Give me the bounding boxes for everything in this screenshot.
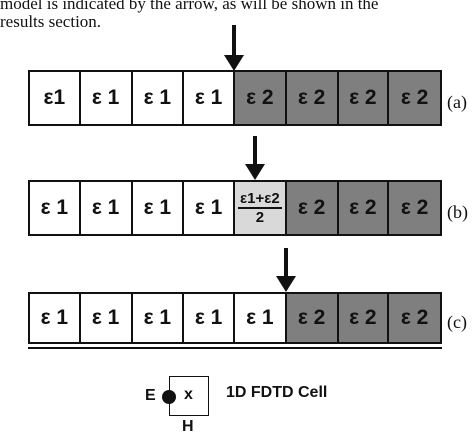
- cell-c-2: ε 1: [80, 294, 133, 342]
- cell-c-7: ε 2: [338, 294, 390, 342]
- avg-denominator: 2: [255, 209, 265, 226]
- cell-b-2: ε 1: [80, 182, 133, 234]
- avg-numerator: ε1+ε2: [238, 190, 282, 209]
- cell-c-6: ε 2: [286, 294, 339, 342]
- cell-row-c: ε 1 ε 1 ε 1 ε 1 ε 1 ε 2 ε 2 ε 2: [28, 292, 442, 344]
- cell-a-5: ε 2: [235, 72, 287, 124]
- cell-a-2: ε 1: [80, 72, 133, 124]
- cell-b-3: ε 1: [132, 182, 185, 234]
- cell-a-1: ε1: [30, 72, 81, 124]
- cell-b-7: ε 2: [338, 182, 390, 234]
- cell-c-5: ε 1: [235, 294, 287, 342]
- x-label: x: [184, 386, 193, 403]
- row-label-a: (a): [447, 92, 467, 112]
- h-field-label: H: [182, 418, 194, 435]
- cell-a-4: ε 1: [184, 72, 235, 124]
- cell-a-7: ε 2: [338, 72, 390, 124]
- cell-a-6: ε 2: [286, 72, 339, 124]
- cell-b-6: ε 2: [286, 182, 339, 234]
- interface-arrow-a: [224, 25, 244, 71]
- cell-c-3: ε 1: [132, 294, 185, 342]
- cell-c-8: ε 2: [389, 294, 440, 342]
- interface-arrow-b: [245, 136, 265, 182]
- intro-line-1: model is indicated by the arrow, as will…: [0, 0, 379, 13]
- cell-b-8: ε 2: [389, 182, 440, 234]
- cell-b-averaged: ε1+ε2 2: [235, 182, 287, 234]
- cell-b-1: ε 1: [30, 182, 81, 234]
- e-field-dot: [162, 390, 176, 404]
- row-label-b: (b): [447, 202, 468, 222]
- e-field-label: E: [145, 387, 156, 404]
- row-label-c: (c): [447, 312, 467, 332]
- cell-row-b: ε 1 ε 1 ε 1 ε 1 ε1+ε2 2 ε 2 ε 2 ε 2: [28, 180, 442, 236]
- cell-row-a: ε1 ε 1 ε 1 ε 1 ε 2 ε 2 ε 2 ε 2: [28, 70, 442, 126]
- cell-b-4: ε 1: [184, 182, 235, 234]
- fdtd-caption: 1D FDTD Cell: [226, 384, 328, 401]
- cell-c-1: ε 1: [30, 294, 81, 342]
- cell-c-4: ε 1: [184, 294, 235, 342]
- intro-line-2: results section.: [0, 12, 102, 31]
- interface-arrow-c: [276, 248, 296, 294]
- cell-a-3: ε 1: [132, 72, 185, 124]
- cell-a-8: ε 2: [389, 72, 440, 124]
- row-c-double-line: [28, 347, 442, 349]
